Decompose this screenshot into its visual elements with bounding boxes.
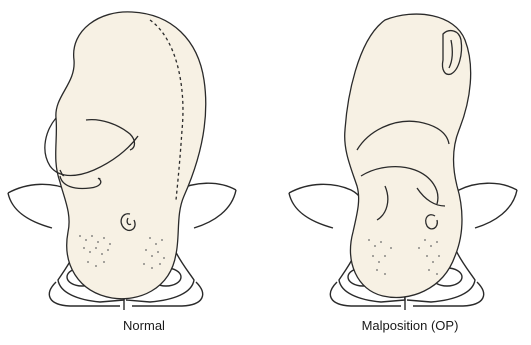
caption-normal: Normal <box>104 318 184 333</box>
normal-position-illustration <box>0 0 265 345</box>
panel-normal: Normal <box>0 0 265 345</box>
fetus-normal <box>45 12 206 299</box>
malposition-illustration <box>265 0 531 345</box>
fetus-malposition <box>345 14 471 297</box>
caption-malposition: Malposition (OP) <box>340 318 480 333</box>
panel-malposition: Malposition (OP) <box>265 0 531 345</box>
